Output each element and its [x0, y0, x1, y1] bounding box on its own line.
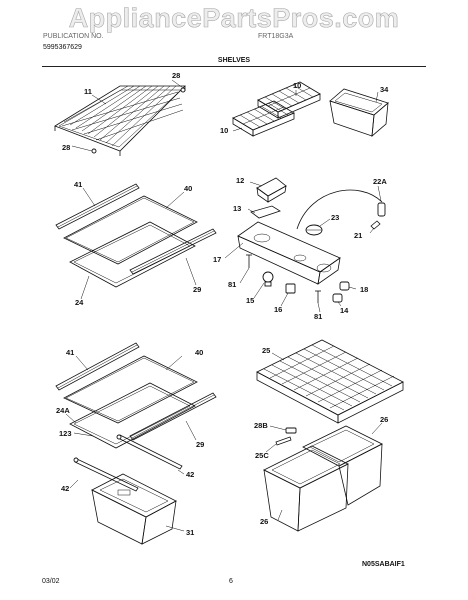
callout-28: 28 [62, 143, 70, 152]
callout-81: 81 [228, 280, 236, 289]
callout-10: 10 [220, 126, 228, 135]
meat-keeper-31[interactable] [91, 473, 177, 545]
callout-21: 21 [354, 231, 362, 240]
shelf-trim-rear-29[interactable] [129, 228, 217, 275]
publication-number: 5995367629 [43, 44, 82, 51]
shelf-frame-24a[interactable] [69, 382, 196, 449]
callout-40: 40 [184, 184, 192, 193]
callout-41: 41 [74, 180, 82, 189]
callout-24: 24 [75, 298, 84, 307]
callout-28b: 28B [254, 421, 268, 430]
screw-81[interactable] [246, 254, 252, 268]
callout-23: 23 [331, 213, 339, 222]
bulb-15[interactable] [262, 271, 274, 287]
callout-11: 11 [84, 87, 92, 96]
callout-12: 12 [236, 176, 244, 185]
guide-13[interactable] [250, 205, 281, 219]
footer-date: 03/02 [42, 578, 60, 585]
callout-26: 26 [380, 415, 388, 424]
callout-24a: 24A [56, 406, 70, 415]
wire-harness-22a[interactable] [296, 189, 386, 230]
callout-labels: 11 28 28 10 10 34 41 40 29 24 12 22A 13 … [56, 71, 389, 537]
shelf-trim-front-41[interactable] [55, 183, 140, 230]
shelf-frame-24[interactable] [69, 221, 196, 288]
control-28b[interactable] [285, 427, 297, 434]
callout-25: 25 [262, 346, 270, 355]
clip-21[interactable] [370, 220, 381, 230]
shelf-trim-rear-29b[interactable] [129, 392, 217, 441]
callout-31: 31 [186, 528, 194, 537]
callout-34: 34 [380, 85, 389, 94]
ice-bin-cover-12[interactable] [256, 177, 287, 203]
fitting-18[interactable] [339, 281, 350, 291]
ice-tray-lower[interactable] [232, 100, 295, 137]
callout-10: 10 [293, 81, 301, 90]
callout-17: 17 [213, 255, 221, 264]
motor-23[interactable] [305, 224, 323, 236]
leader-lines [65, 79, 383, 532]
ice-bucket[interactable] [329, 88, 389, 137]
page-title: SHELVES [217, 57, 251, 64]
header-rule [42, 66, 426, 67]
callout-13: 13 [233, 204, 241, 213]
callout-15: 15 [246, 296, 254, 305]
drawing-code: N05SABAIF1 [362, 561, 405, 568]
crisper-rail-42-upper[interactable] [116, 434, 183, 470]
crisper-cover-25[interactable] [256, 339, 404, 424]
crisper-drawer-right-26[interactable] [302, 425, 383, 506]
publication-label: PUBLICATION NO. [43, 33, 104, 40]
wire-shelf[interactable] [54, 85, 186, 156]
ice-maker-housing-17[interactable] [237, 221, 341, 285]
callout-28: 28 [172, 71, 180, 80]
ice-tray-upper[interactable] [257, 81, 321, 119]
callout-81: 81 [314, 312, 322, 321]
callout-29: 29 [196, 440, 204, 449]
model-number: FRT18G3A [258, 33, 294, 40]
callout-42: 42 [61, 484, 69, 493]
callout-25c: 25C [255, 451, 269, 460]
glass-shelf-40[interactable] [63, 195, 198, 265]
callout-22a: 22A [373, 177, 387, 186]
watermark: AppliancePartsPros.com [68, 3, 400, 34]
callout-16: 16 [274, 305, 282, 314]
callout-42: 42 [186, 470, 194, 479]
callout-14: 14 [340, 306, 349, 315]
shelf-trim-front-41b[interactable] [55, 342, 140, 391]
crisper-drawer-left-26[interactable] [263, 445, 349, 532]
page-number: 6 [229, 578, 233, 585]
crisper-rail-42-lower[interactable] [73, 457, 139, 492]
callout-26: 26 [260, 517, 268, 526]
callout-41: 41 [66, 348, 74, 357]
callout-40: 40 [195, 348, 203, 357]
callout-18: 18 [360, 285, 368, 294]
callout-123: 123 [59, 429, 72, 438]
slide-25c[interactable] [275, 436, 292, 446]
glass-shelf-40b[interactable] [63, 355, 198, 424]
fitting-14[interactable] [332, 293, 343, 303]
screw-81-b[interactable] [315, 290, 321, 303]
callout-29: 29 [193, 285, 201, 294]
switch-16[interactable] [285, 283, 296, 294]
